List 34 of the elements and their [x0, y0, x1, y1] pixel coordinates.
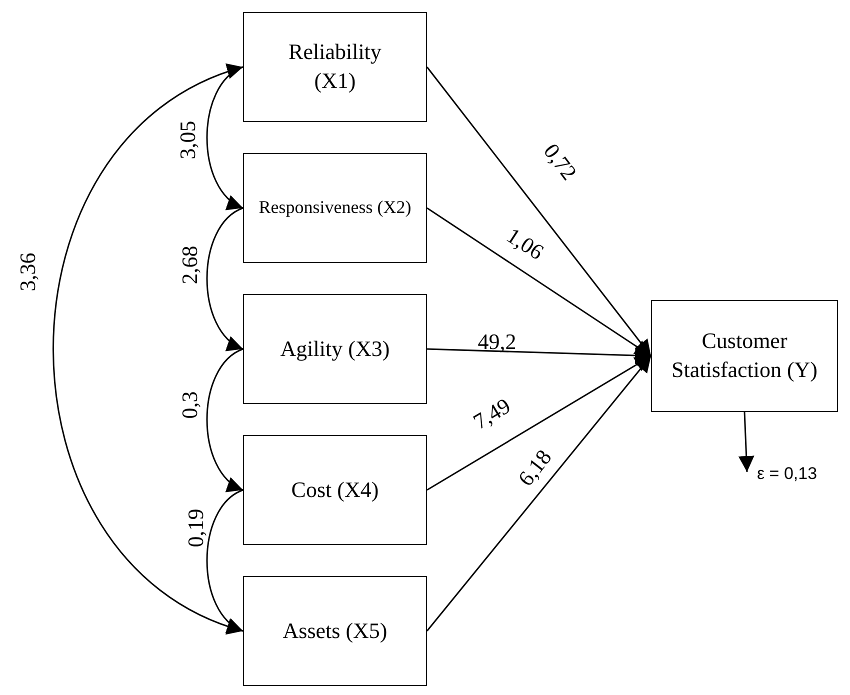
variable-box	[243, 294, 427, 404]
variable-box	[651, 300, 838, 412]
node-label: Customer Statisfaction (Y)	[670, 327, 819, 384]
variable-box	[243, 576, 427, 686]
arrow	[426, 348, 652, 364]
node-label: Assets (X5)	[282, 616, 388, 645]
arrow	[426, 356, 652, 632]
error-term-label: ε = 0,13	[757, 464, 818, 484]
arrow	[206, 66, 244, 209]
node-label: Agility (X3)	[280, 334, 390, 363]
arrow	[426, 66, 652, 356]
edge-label: 49,2	[478, 331, 516, 353]
node-label: Cost (X4)	[291, 476, 379, 504]
arrow	[206, 207, 244, 350]
edge-label: 3,05	[177, 120, 199, 160]
arrow	[738, 412, 754, 472]
edge-label: 3,36	[17, 252, 39, 292]
arrow	[426, 207, 652, 357]
edge-label: 7,49	[470, 394, 514, 434]
variable-box	[243, 12, 427, 122]
edge-label: 2,68	[179, 246, 201, 284]
variable-box	[243, 435, 427, 545]
arrow	[206, 348, 244, 491]
edge-label: 0,19	[185, 508, 207, 548]
node-label: Responsiveness (X2)	[258, 196, 412, 220]
edge-label: 0,3	[179, 391, 201, 419]
edge-label: 6,18	[514, 446, 556, 490]
arrow	[426, 355, 652, 491]
arrow	[206, 489, 244, 632]
variable-box	[243, 153, 427, 263]
edge-label: 0,72	[540, 140, 580, 184]
node-label: Reliability (X1)	[288, 38, 382, 95]
arrow	[52, 66, 244, 632]
edge-label: 1,06	[502, 224, 548, 264]
